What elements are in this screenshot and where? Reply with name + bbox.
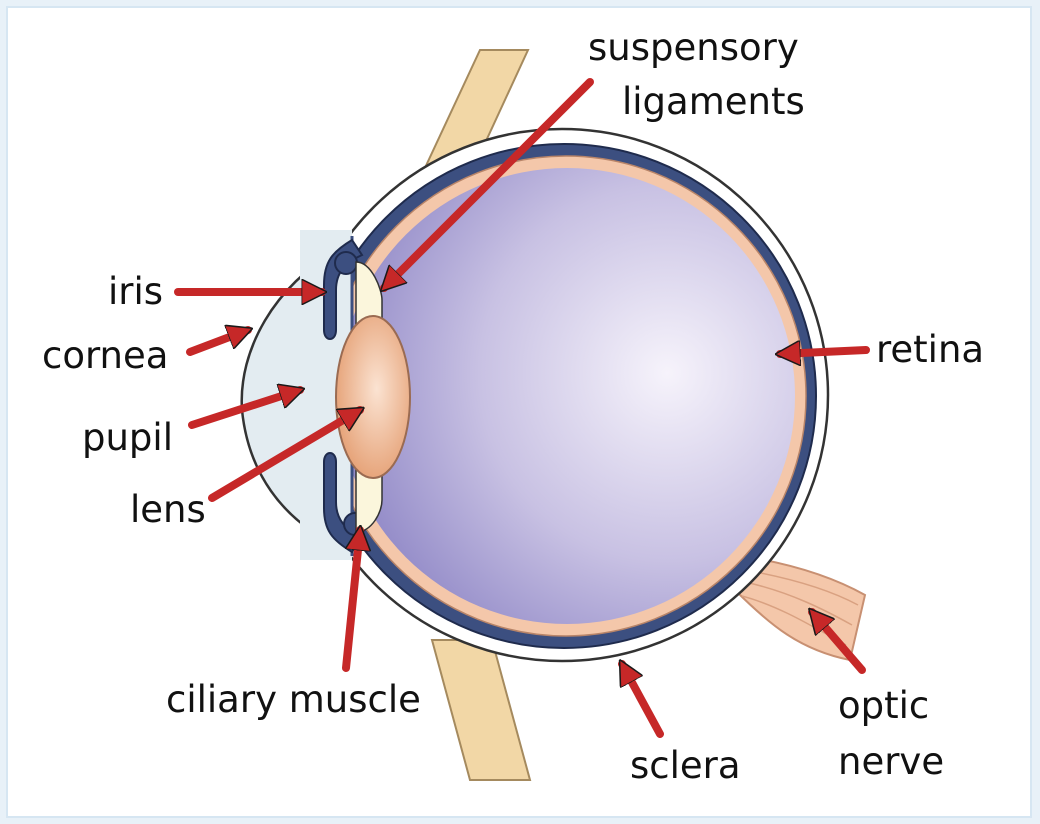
arrow-sclera [618, 664, 664, 738]
arrow-pupil [188, 390, 300, 429]
label-optic-line2: nerve [838, 740, 944, 783]
vitreous-body [339, 168, 795, 624]
arrow-optic-nerve [812, 612, 866, 674]
label-lens: lens [130, 488, 206, 531]
label-retina: retina [876, 328, 984, 371]
label-suspensory-line1: suspensory [588, 26, 799, 69]
arrow-cornea [186, 330, 248, 356]
lens [335, 315, 411, 479]
label-pupil: pupil [82, 416, 173, 459]
label-ciliary-muscle: ciliary muscle [166, 678, 421, 721]
label-suspensory-line2: ligaments [622, 80, 805, 123]
lower-muscle-band [430, 639, 532, 781]
arrow-ciliary-muscle [342, 530, 360, 672]
label-iris: iris [108, 270, 163, 313]
arrow-retina [780, 350, 870, 354]
label-sclera: sclera [630, 744, 741, 787]
arrow-lens [208, 406, 360, 502]
label-optic-line1: optic [838, 684, 929, 727]
arrow-suspensory [384, 78, 594, 288]
label-cornea: cornea [42, 334, 168, 377]
